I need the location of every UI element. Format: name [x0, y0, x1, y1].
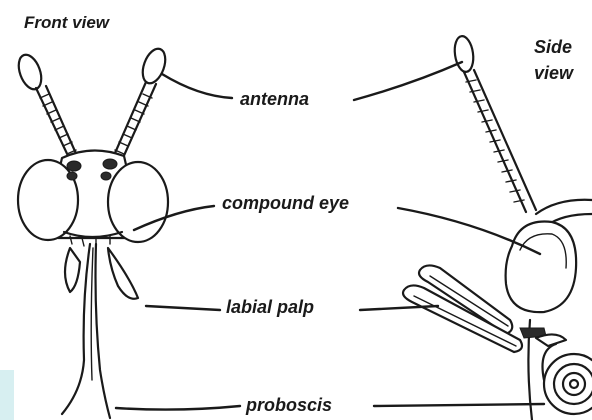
proboscis-leader-left — [116, 406, 240, 410]
compound-eye-label: compound eye — [222, 194, 349, 212]
antenna-leader-right — [354, 62, 462, 100]
proboscis-leader-right — [374, 404, 544, 406]
labial-palp-label: labial palp — [226, 298, 314, 316]
front-view-head — [14, 46, 169, 418]
front-left-compound-eye — [18, 160, 78, 240]
labial-palp-leader-left — [146, 306, 220, 310]
proboscis-label: proboscis — [246, 396, 332, 414]
front-left-antenna — [14, 52, 78, 160]
side-view-head — [403, 35, 592, 420]
antenna-label: antenna — [240, 90, 309, 108]
front-left-labial-palp — [65, 248, 80, 292]
front-right-antenna — [112, 46, 170, 160]
front-right-compound-eye — [108, 162, 168, 242]
side-view-label-line1: Side — [534, 38, 572, 56]
front-proboscis-right — [96, 244, 111, 418]
antenna-leader-left — [162, 74, 232, 98]
front-view-label: Front view — [24, 14, 109, 31]
side-view-label-line2: view — [534, 64, 573, 82]
front-right-labial-palp — [108, 248, 138, 299]
leader-lines — [116, 62, 544, 410]
side-coiled-proboscis — [543, 344, 592, 414]
